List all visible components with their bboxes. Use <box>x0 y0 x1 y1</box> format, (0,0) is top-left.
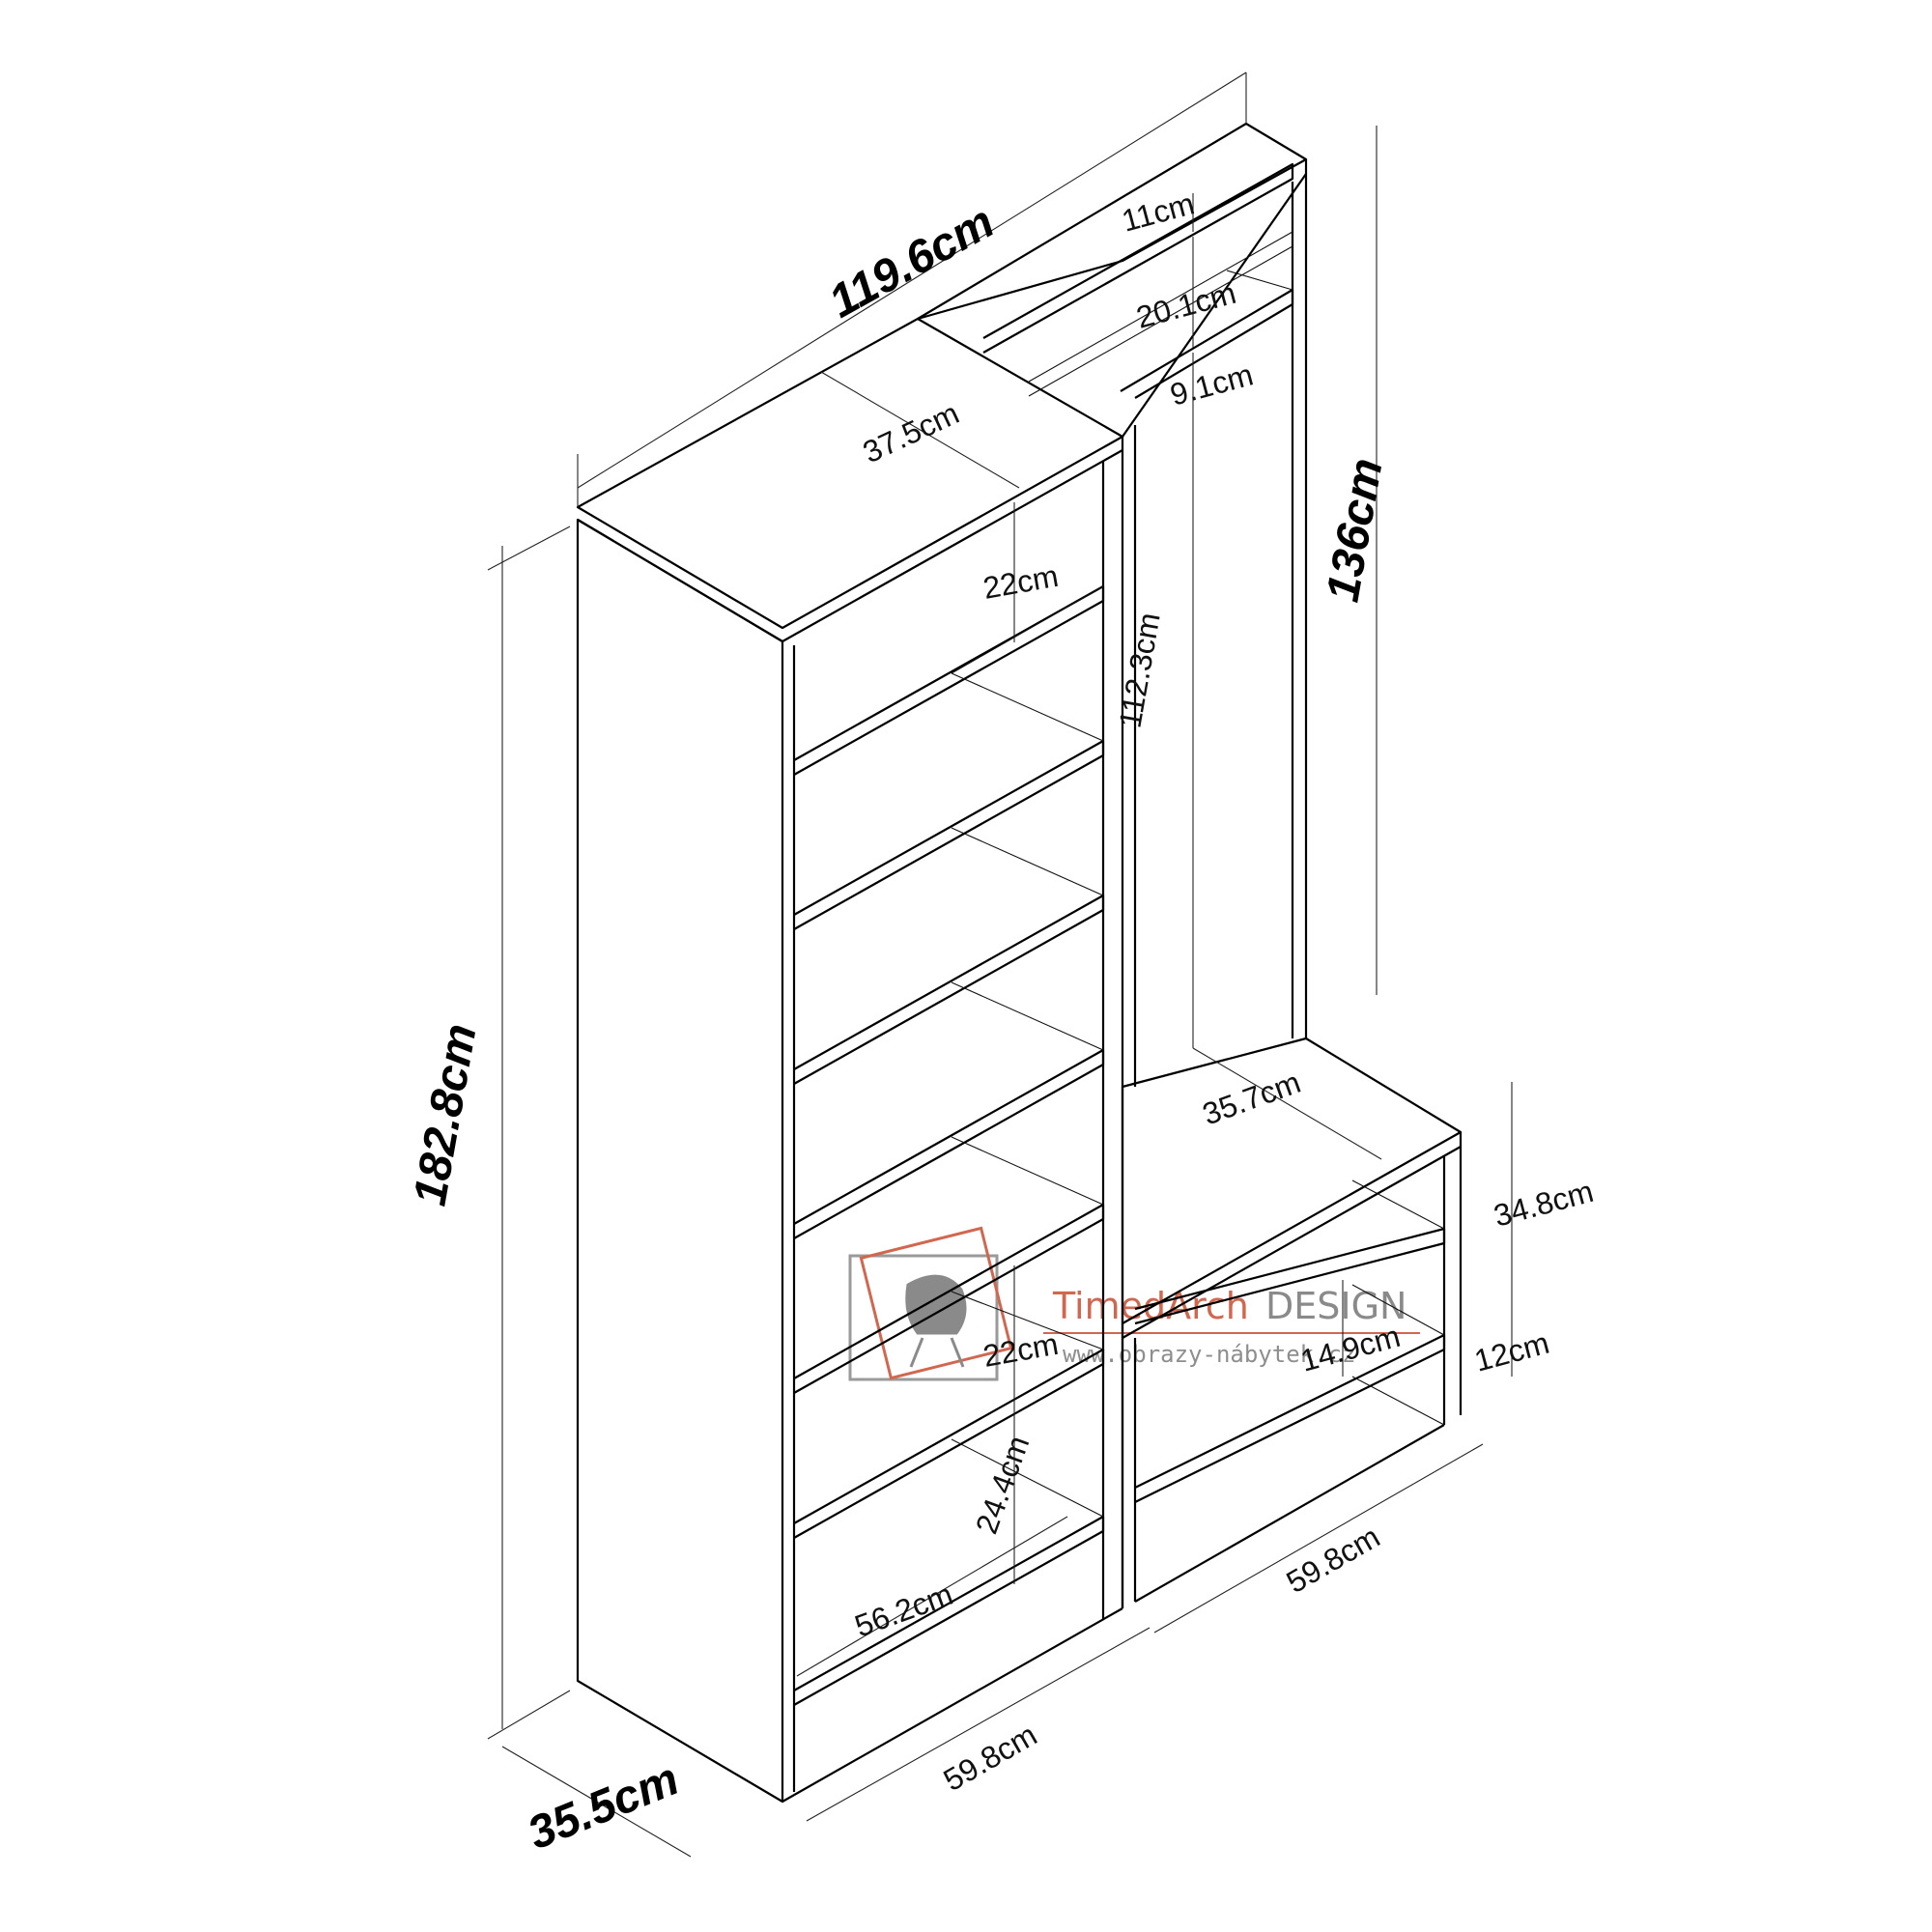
bench-shelf-2-back <box>1351 1284 1445 1336</box>
dimension-lines <box>487 71 1513 1858</box>
shelf-2 <box>793 739 1105 930</box>
shelf-2-back <box>951 672 1104 742</box>
bench-shelf-1 <box>1134 1227 1446 1325</box>
dimension-labels: 119.6cm 37.5cm 182.8cm 35.5cm 22cm 22cm … <box>405 185 1598 1860</box>
label-shelf-low-gap: 22cm <box>980 1326 1061 1374</box>
dim-line-inner-width <box>796 1516 1068 1677</box>
bench-seat-lower-edge <box>1122 1146 1462 1339</box>
bench-shelf-1-back <box>1351 1179 1445 1230</box>
label-cabinet-width: 59.8cm <box>938 1717 1043 1798</box>
shelf-5-back <box>951 1136 1104 1206</box>
dim-tick-height-top <box>487 526 571 571</box>
shelf-5 <box>793 1203 1105 1394</box>
label-top-depth: 37.5cm <box>858 395 964 469</box>
shelf-7 <box>793 1515 1105 1706</box>
bench-shelf-2 <box>1134 1333 1446 1503</box>
hall-hat-shelf-back <box>1226 270 1293 291</box>
dim-line-bench-depth <box>1192 1047 1382 1160</box>
hall-rail-2 <box>1028 245 1293 397</box>
dim-line-bench-width <box>1153 1443 1484 1634</box>
chair-icon <box>905 1274 967 1368</box>
shelf-6 <box>793 1348 1105 1539</box>
label-hanger-height: 136cm <box>1318 455 1393 606</box>
dim-line-base-depth <box>501 1746 692 1858</box>
shelf-3-back <box>951 827 1104 896</box>
dim-line-total-width <box>577 71 1247 489</box>
shelf-1-back <box>951 585 1104 674</box>
cabinet-left-side <box>576 518 784 1804</box>
dim-line-top-depth <box>820 371 1020 489</box>
label-bench-width: 59.8cm <box>1281 1519 1386 1600</box>
label-upper-gap: 20.1cm <box>1132 275 1239 335</box>
shelf-6-back <box>951 1291 1104 1350</box>
hall-upper-shelf <box>982 162 1294 354</box>
logo-frame-red <box>859 1226 1013 1380</box>
cabinet-top-right-edge <box>781 449 1123 642</box>
shelf-3 <box>793 894 1105 1085</box>
label-bench-shelf-gap: 14.9cm <box>1296 1319 1404 1378</box>
brand-name-grey: DESIGN <box>1265 1285 1406 1327</box>
shelf-1 <box>793 584 1105 776</box>
label-shelf-bottom-gap: 24.4cm <box>969 1431 1037 1538</box>
hall-rail <box>1028 231 1293 383</box>
hall-tree <box>916 122 1463 1608</box>
bench-bottom-back <box>1351 1376 1445 1426</box>
dim-line-cabinet-width <box>806 1627 1151 1822</box>
hall-hat-shelf <box>1120 288 1294 399</box>
label-bench-depth: 35.7cm <box>1198 1065 1305 1132</box>
cabinet-shelves <box>793 584 1105 1706</box>
label-rail-gap: 9.1cm <box>1166 356 1256 412</box>
shelf-4-back <box>951 981 1104 1051</box>
label-shelf-top-gap: 22cm <box>980 558 1061 606</box>
bench-bottom <box>1134 1424 1445 1603</box>
label-wall-height: 112.3cm <box>1112 610 1166 730</box>
label-total-width: 119.6cm <box>821 196 1003 327</box>
label-inner-width: 56.2cm <box>850 1577 957 1644</box>
shelf-4 <box>793 1048 1105 1239</box>
dim-tick-height-bottom <box>487 1690 571 1740</box>
label-total-height: 182.8cm <box>405 1020 487 1209</box>
tall-cabinet <box>576 317 1124 1804</box>
hall-top-cap-lower <box>1122 173 1307 438</box>
cabinet-bottom-edge <box>781 1607 1123 1803</box>
label-bench-height: 34.8cm <box>1490 1174 1597 1234</box>
logo-frame-grey <box>848 1254 999 1381</box>
shelf-7-back <box>951 1438 1104 1518</box>
brand-url: www.obrazy-nábytek.cz <box>1063 1341 1355 1368</box>
label-base-depth: 35.5cm <box>521 1753 686 1860</box>
